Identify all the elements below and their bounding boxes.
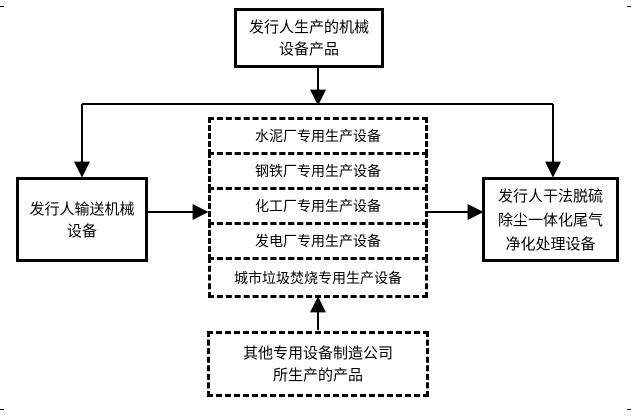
right-box-line2: 除尘一体化尾气 bbox=[497, 210, 603, 229]
top-box-line2: 设备产品 bbox=[278, 40, 339, 58]
left-box-conveyor-equipment: 发行人输送机械 设备 bbox=[16, 177, 148, 262]
crop-mark-top-left-h bbox=[0, 6, 4, 7]
middle-item-cement: 水泥厂专用生产设备 bbox=[208, 117, 428, 155]
crop-mark-bottom-right-h bbox=[627, 409, 631, 410]
crop-mark-bottom-left-h bbox=[0, 409, 4, 410]
bottom-box-line1: 其他专用设备制造公司 bbox=[242, 344, 393, 362]
bottom-box-line2: 所生产的产品 bbox=[272, 366, 363, 384]
top-box-manufactured-equipment: 发行人生产的机械 设备产品 bbox=[234, 8, 384, 68]
middle-item-power: 发电厂专用生产设备 bbox=[208, 222, 428, 260]
crop-mark-top-right-h bbox=[627, 6, 631, 7]
middle-item-label: 水泥厂专用生产设备 bbox=[255, 129, 381, 145]
bottom-box-other-manufacturers: 其他专用设备制造公司 所生产的产品 bbox=[207, 331, 429, 397]
middle-item-chemical: 化工厂专用生产设备 bbox=[208, 187, 428, 225]
left-box-line1: 发行人输送机械 bbox=[29, 199, 135, 218]
middle-item-label: 钢铁厂专用生产设备 bbox=[255, 164, 381, 180]
right-box-desulfurization-equipment: 发行人干法脱硫 除尘一体化尾气 净化处理设备 bbox=[482, 177, 619, 262]
middle-item-steel: 钢铁厂专用生产设备 bbox=[208, 152, 428, 190]
middle-item-label: 发电厂专用生产设备 bbox=[255, 234, 381, 250]
middle-item-waste-incineration: 城市垃圾焚烧专用生产设备 bbox=[208, 257, 428, 298]
left-box-line2: 设备 bbox=[66, 221, 97, 240]
right-box-line3: 净化处理设备 bbox=[505, 234, 596, 253]
right-box-line1: 发行人干法脱硫 bbox=[497, 186, 603, 205]
middle-item-label: 化工厂专用生产设备 bbox=[255, 199, 381, 215]
top-box-line1: 发行人生产的机械 bbox=[248, 18, 369, 36]
middle-item-label: 城市垃圾焚烧专用生产设备 bbox=[234, 270, 402, 287]
